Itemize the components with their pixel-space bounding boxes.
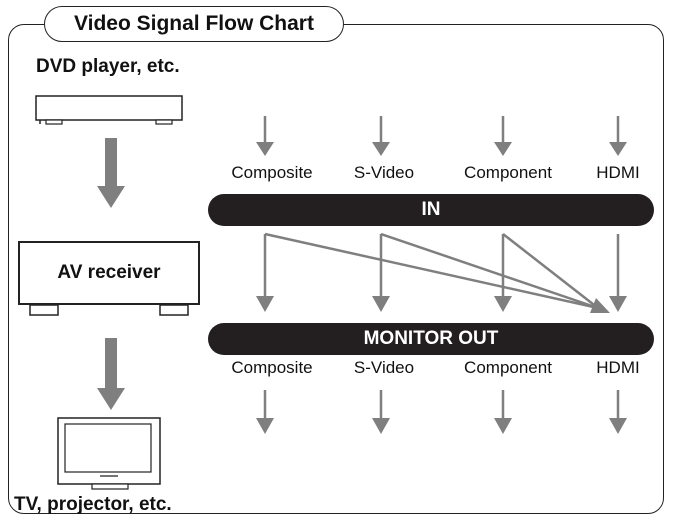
arrow-receiver-to-display: [97, 338, 125, 410]
input-arrow-hdmi: [609, 116, 627, 156]
input-label-component: Component: [464, 163, 552, 182]
passthrough-arrow-composite: [256, 234, 274, 312]
monitor-out-bar: MONITOR OUT: [208, 323, 654, 355]
input-arrow-s-video: [372, 116, 390, 156]
input-label-composite: Composite: [231, 163, 313, 182]
display-device-label: TV, projector, etc.: [14, 494, 172, 515]
output-arrow-hdmi: [609, 390, 627, 434]
av-receiver-feet: [29, 304, 189, 316]
passthrough-arrow-s-video: [372, 234, 390, 312]
passthrough-arrow-hdmi: [609, 234, 627, 312]
input-label-s-video: S-Video: [353, 163, 415, 182]
conversion-arrowhead: [590, 298, 610, 313]
input-arrow-composite: [256, 116, 274, 156]
source-device-label: DVD player, etc.: [36, 56, 180, 77]
diagram-title: Video Signal Flow Chart: [44, 6, 344, 42]
tv-icon: [57, 417, 161, 490]
input-arrow-component: [494, 116, 512, 156]
output-arrow-component: [494, 390, 512, 434]
output-arrow-composite: [256, 390, 274, 434]
conversion-lines-to-hdmi: [264, 232, 599, 310]
output-label-hdmi: HDMI: [596, 358, 640, 377]
output-label-component: Component: [464, 358, 552, 377]
in-bar: IN: [208, 194, 654, 226]
output-label-s-video: S-Video: [353, 358, 415, 377]
input-label-hdmi: HDMI: [596, 163, 640, 182]
output-arrow-s-video: [372, 390, 390, 434]
arrow-source-to-receiver: [97, 138, 125, 208]
output-label-composite: Composite: [231, 358, 313, 377]
av-receiver-box: AV receiver: [18, 241, 200, 305]
dvd-player-icon: [35, 95, 183, 125]
